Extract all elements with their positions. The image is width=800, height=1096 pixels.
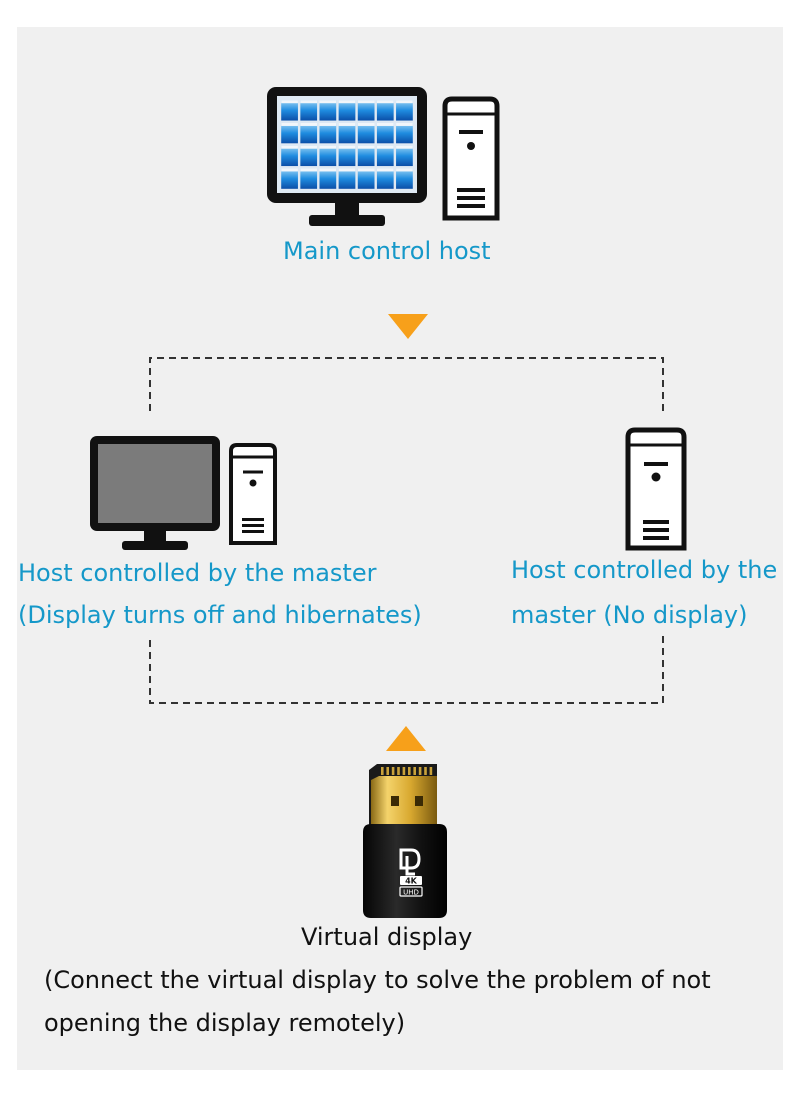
screen-tile bbox=[319, 100, 337, 121]
screen-tile-titlebar bbox=[300, 100, 318, 104]
connector-pin bbox=[391, 767, 395, 775]
screen-tile-titlebar bbox=[338, 145, 356, 149]
connector-pin bbox=[386, 767, 389, 775]
screen-tile-titlebar bbox=[396, 168, 413, 172]
screen-tile bbox=[396, 100, 413, 121]
connector-pin bbox=[397, 767, 400, 775]
screen-tile bbox=[300, 122, 318, 144]
screen-tile bbox=[319, 145, 337, 167]
displayport-adapter-icon: 4K UHD bbox=[363, 764, 447, 918]
screen-tile bbox=[300, 145, 318, 167]
screen-tile-titlebar bbox=[281, 145, 298, 149]
screen-tile bbox=[357, 168, 375, 189]
virtual-display-note-line1: (Connect the virtual display to solve th… bbox=[44, 966, 711, 994]
screen-tile-titlebar bbox=[300, 145, 318, 149]
main-monitor-icon bbox=[267, 87, 427, 226]
screen-tile bbox=[376, 168, 394, 189]
screen-tile-titlebar bbox=[396, 100, 413, 104]
screen-tile bbox=[300, 100, 318, 121]
screen-tile-titlebar bbox=[338, 168, 356, 172]
left-host-label-line1: Host controlled by the master bbox=[18, 559, 377, 587]
screen-tile-titlebar bbox=[281, 100, 298, 104]
screen-tile-titlebar bbox=[281, 122, 298, 126]
right-pc-tower-icon bbox=[625, 427, 687, 551]
screen-tile-titlebar bbox=[396, 122, 413, 126]
screen-tile bbox=[376, 145, 394, 167]
screen-tile bbox=[319, 168, 337, 189]
screen-tile-titlebar bbox=[357, 122, 375, 126]
connector-pin bbox=[402, 767, 406, 775]
screen-tile-titlebar bbox=[338, 100, 356, 104]
connector-pin bbox=[381, 767, 384, 775]
screen-tile bbox=[338, 145, 356, 167]
screen-tile bbox=[338, 122, 356, 144]
connector-pin bbox=[413, 767, 416, 775]
left-host-label-line2: (Display turns off and hibernates) bbox=[18, 601, 422, 629]
screen-tile bbox=[319, 122, 337, 144]
virtual-display-label: Virtual display bbox=[301, 923, 473, 951]
main-pc-tower-icon bbox=[442, 96, 500, 221]
screen-tile-titlebar bbox=[319, 145, 337, 149]
screen-tile-titlebar bbox=[319, 168, 337, 172]
main-control-host-label: Main control host bbox=[283, 237, 491, 265]
screen-tile-titlebar bbox=[300, 168, 318, 172]
screen-tile-titlebar bbox=[357, 145, 375, 149]
up-arrow-icon bbox=[386, 726, 426, 751]
screen-tile-titlebar bbox=[319, 122, 337, 126]
screen-tile bbox=[281, 100, 298, 121]
right-host-label-line1: Host controlled by the bbox=[511, 556, 778, 584]
connector-pin bbox=[429, 767, 433, 775]
screen-tile-titlebar bbox=[376, 168, 394, 172]
badge-4k: 4K bbox=[405, 877, 418, 886]
screen-tile bbox=[300, 168, 318, 189]
screen-tile-titlebar bbox=[300, 122, 318, 126]
screen-tile-titlebar bbox=[281, 168, 298, 172]
connector-pin bbox=[408, 767, 411, 775]
connector-pin bbox=[418, 767, 422, 775]
screen-tile-titlebar bbox=[357, 100, 375, 104]
screen-tile-titlebar bbox=[376, 100, 394, 104]
down-arrow-icon bbox=[388, 314, 428, 339]
right-host-label-line2: master (No display) bbox=[511, 601, 748, 629]
screen-tile-titlebar bbox=[376, 122, 394, 126]
screen-tile bbox=[357, 100, 375, 121]
screen-tile bbox=[376, 100, 394, 121]
screen-tile bbox=[357, 122, 375, 144]
screen-tile bbox=[376, 122, 394, 144]
left-monitor-icon bbox=[90, 436, 220, 550]
virtual-display-note-line2: opening the display remotely) bbox=[44, 1009, 406, 1037]
screen-tile bbox=[396, 145, 413, 167]
left-pc-tower-icon bbox=[229, 443, 277, 545]
screen-tile bbox=[396, 122, 413, 144]
screen-tile bbox=[396, 168, 413, 189]
screen-tile bbox=[281, 168, 298, 189]
screen-tile-titlebar bbox=[376, 145, 394, 149]
badge-uhd: UHD bbox=[403, 889, 419, 897]
screen-tile-titlebar bbox=[338, 122, 356, 126]
connector-pin bbox=[424, 767, 427, 775]
screen-tile-titlebar bbox=[319, 100, 337, 104]
screen-tile bbox=[357, 145, 375, 167]
screen-tile bbox=[281, 145, 298, 167]
screen-tile bbox=[281, 122, 298, 144]
screen-tile-titlebar bbox=[357, 168, 375, 172]
screen-tile bbox=[338, 100, 356, 121]
screen-tile-titlebar bbox=[396, 145, 413, 149]
screen-tile bbox=[338, 168, 356, 189]
